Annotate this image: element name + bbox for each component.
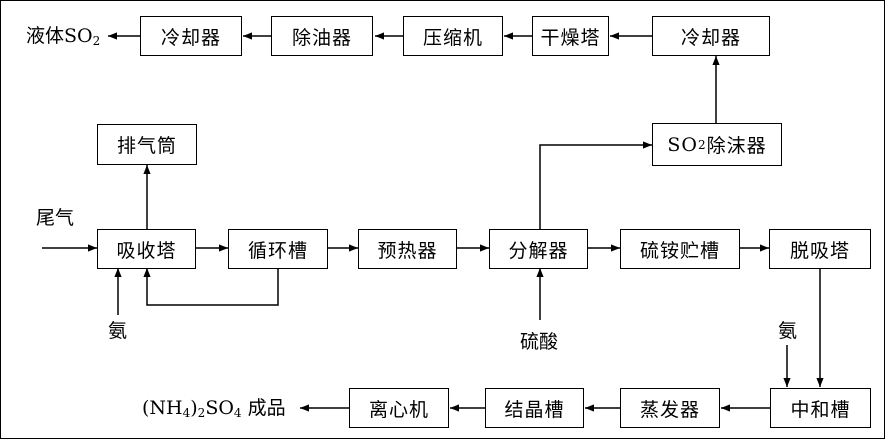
evaporator-box: 蒸发器: [620, 388, 720, 428]
product-part-e: SO: [205, 397, 234, 419]
ammonia-label-left: 氨: [108, 320, 128, 342]
desorption-tower-box: 脱吸塔: [769, 229, 871, 269]
mist-prefix: SO: [667, 133, 698, 156]
product-part-g: 成品: [241, 397, 286, 419]
mist-sub: 2: [697, 137, 707, 152]
mist-suffix: 除沫器: [706, 135, 767, 157]
centrifuge-box: 离心机: [349, 388, 449, 428]
compressor-box: 压缩机: [403, 16, 503, 56]
arrow-circ-recycle: [143, 268, 279, 306]
ammonia-label-right: 氨: [778, 320, 798, 342]
exhaust-stack-box: 排气筒: [97, 124, 197, 165]
product-part-c: ): [190, 397, 198, 419]
liquid-so2-main: 液体SO: [26, 25, 93, 47]
cooler-box-right: 冷却器: [652, 16, 770, 56]
liquid-so2-output: 液体SO2: [26, 24, 100, 53]
liquid-so2-sub: 2: [92, 34, 101, 48]
product-part-a: (NH: [142, 397, 183, 419]
circulation-tank-box: 循环槽: [228, 229, 328, 269]
crystallizer-box: 结晶槽: [485, 388, 584, 428]
product-part-f: 4: [233, 406, 242, 420]
product-part-b: 4: [182, 406, 191, 420]
degreaser-box: 除油器: [271, 16, 373, 56]
preheater-box: 预热器: [358, 229, 457, 269]
cooler-box-left: 冷却器: [140, 16, 242, 56]
product-part-d: 2: [197, 406, 206, 420]
arrow-decomposer-to-mist: [539, 141, 652, 230]
ammonium-sulfate-storage-box: 硫铵贮槽: [620, 229, 740, 269]
tail-gas-label: 尾气: [36, 207, 75, 229]
drying-tower-box: 干燥塔: [532, 16, 609, 56]
absorption-tower-box: 吸收塔: [97, 229, 196, 269]
neutralizer-box: 中和槽: [770, 388, 871, 428]
product-output-label: (NH4)2SO4 成品: [142, 396, 286, 425]
sulfuric-acid-label: 硫酸: [520, 331, 559, 353]
decomposer-box: 分解器: [489, 229, 588, 269]
